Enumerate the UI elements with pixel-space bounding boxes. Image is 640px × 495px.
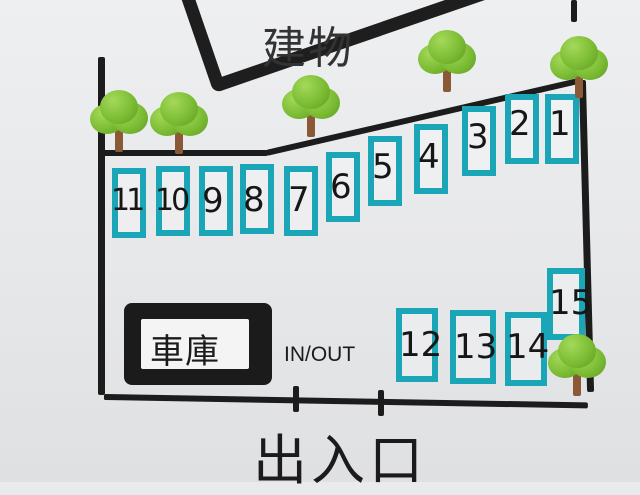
parking-space-number: 6 [330,167,352,207]
lot-bottom-boundary [103,394,588,409]
parking-space-number: 5 [372,147,394,187]
parking-space-number: 8 [243,180,265,220]
tree-icon [418,30,478,94]
lot-right-wall-top [571,0,577,22]
parking-space-number: 11 [111,183,145,218]
entrance-label: 出入口 [253,429,427,492]
parking-space-5[interactable] [368,136,402,206]
tree-icon [150,92,210,156]
parking-space-14[interactable] [505,312,547,386]
parking-space-number: 15 [549,283,593,323]
tree-icon [548,334,608,398]
parking-space-12[interactable] [396,308,438,382]
tree-icon [550,36,610,100]
parking-space-6[interactable] [326,152,360,222]
parking-space-8[interactable] [240,164,274,234]
in-out-label: IN/OUT [284,343,356,366]
parking-space-11[interactable] [112,168,146,238]
parking-space-2[interactable] [505,94,539,164]
parking-space-10[interactable] [156,166,190,236]
parking-space-3[interactable] [462,106,496,176]
parking-space-7[interactable] [284,166,318,236]
garage-label: 車庫 [150,332,220,372]
entrance-marker-right [378,390,384,416]
parking-space-number: 3 [467,117,489,157]
tree-icon [90,90,150,154]
parking-space-4[interactable] [414,124,448,194]
parking-space-number: 9 [202,181,224,221]
tree-icon [282,75,342,139]
parking-space-number: 10 [155,183,190,218]
entrance-marker-left [293,386,299,412]
garage-label-box [141,319,249,369]
parking-space-1[interactable] [545,94,579,164]
lot-left-wall [98,57,105,395]
parking-space-number: 14 [506,327,550,367]
parking-space-number: 4 [418,137,440,177]
parking-space-number: 12 [399,325,443,365]
parking-space-number: 1 [549,104,571,144]
parking-space-number: 7 [288,180,310,220]
parking-space-number: 2 [509,104,531,144]
parking-space-number: 13 [454,327,498,367]
lot-top-boundary-left [100,150,268,156]
building-label: 建物 [262,23,354,74]
parking-space-13[interactable] [450,310,496,384]
parking-space-9[interactable] [199,166,233,236]
